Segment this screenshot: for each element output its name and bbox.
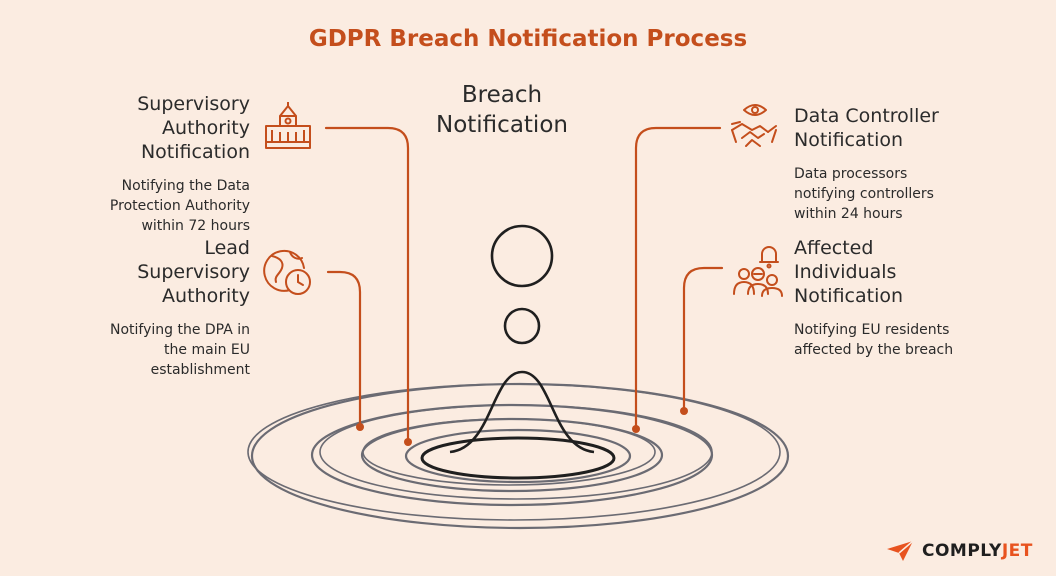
government-building-icon	[265, 102, 311, 149]
ripple-ring-outer-echo	[247, 383, 781, 521]
ripple-ring-inner	[420, 436, 616, 480]
water-ripples	[247, 382, 790, 530]
page-title: GDPR Breach Notification Process	[308, 26, 748, 52]
description-line: Notifying the DPA in	[109, 322, 250, 338]
description-line: Protection Authority	[109, 198, 250, 214]
brand-name-part2: JET	[1001, 541, 1033, 561]
heading-line: Notification	[140, 141, 250, 163]
connector-endpoints	[356, 407, 688, 446]
endpoint-dot	[404, 438, 412, 446]
heading-line: Notification	[794, 129, 904, 151]
description-line: establishment	[150, 362, 250, 378]
center-label-line2: Notification	[436, 112, 568, 138]
endpoint-dot	[680, 407, 688, 415]
heading-line: Notification	[794, 285, 904, 307]
data-controller-description: Data processors notifying controllers wi…	[794, 164, 1014, 224]
center-label: Breach Notification	[402, 80, 602, 140]
droplet-large	[490, 224, 554, 288]
supervisory-authority-description: Notifying the Data Protection Authority …	[60, 176, 250, 236]
brand-logo: COMPLYJET	[886, 540, 1033, 562]
heading-line: Authority	[162, 117, 250, 139]
connector-supervisory	[324, 126, 410, 442]
heading-line: Data Controller	[794, 105, 939, 127]
description-line: Notifying the Data	[121, 178, 250, 194]
endpoint-dot	[632, 425, 640, 433]
connector-controller	[634, 126, 722, 430]
heading-line: Supervisory	[137, 261, 250, 283]
center-label-line1: Breach	[461, 82, 543, 108]
description-line: affected by the breach	[794, 342, 954, 358]
heading-line: Lead	[204, 237, 250, 259]
connector-individuals	[682, 266, 724, 412]
splash-column	[449, 370, 595, 454]
people-bell-icon	[733, 246, 783, 297]
heading-line: Individuals	[794, 261, 897, 283]
globe-clock-icon	[263, 249, 311, 295]
description-line: within 24 hours	[794, 206, 903, 222]
affected-individuals-description: Notifying EU residents affected by the b…	[794, 320, 1014, 360]
eye-handshake-icon	[731, 104, 777, 147]
description-line: notifying controllers	[794, 186, 934, 202]
heading-line: Affected	[794, 237, 874, 259]
data-controller-heading: Data Controller Notification	[794, 104, 1014, 152]
droplet-small	[503, 307, 541, 345]
affected-individuals-heading: Affected Individuals Notification	[794, 236, 1014, 308]
supervisory-authority-heading: Supervisory Authority Notification	[80, 92, 250, 164]
paper-plane-icon	[887, 540, 914, 561]
endpoint-dot	[356, 423, 364, 431]
description-line: Notifying EU residents	[794, 322, 950, 338]
brand-name: COMPLYJET	[922, 541, 1033, 561]
description-line: within 72 hours	[141, 218, 250, 234]
lead-supervisory-authority-description: Notifying the DPA in the main EU establi…	[60, 320, 250, 380]
lead-supervisory-authority-heading: Lead Supervisory Authority	[80, 236, 250, 308]
description-line: Data processors	[794, 166, 908, 182]
ripple-ring-1	[404, 428, 632, 484]
ripple-ring-3-echo	[319, 404, 713, 500]
brand-name-part1: COMPLY	[922, 541, 1002, 561]
heading-line: Supervisory	[137, 93, 250, 115]
description-line: the main EU	[164, 342, 250, 358]
heading-line: Authority	[162, 285, 250, 307]
ripple-ring-2-echo	[362, 418, 656, 486]
connectors	[324, 126, 724, 442]
connector-lead	[326, 270, 362, 428]
